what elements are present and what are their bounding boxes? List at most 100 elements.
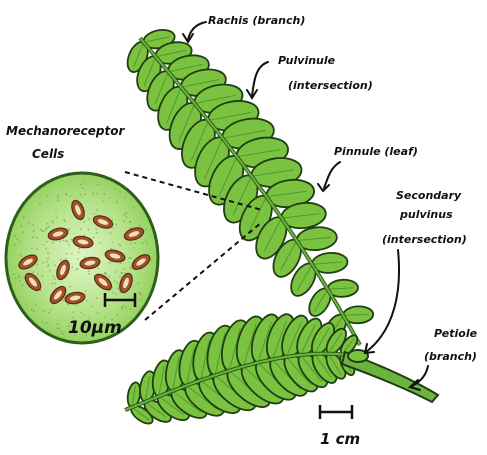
cell-dot <box>104 272 106 274</box>
cell-dot <box>96 209 98 211</box>
cell-dot <box>39 203 41 205</box>
cell-dot <box>112 292 114 294</box>
cell-dot <box>50 309 52 311</box>
cell-dot <box>54 264 56 266</box>
cell-dot <box>60 258 62 260</box>
cell-dot <box>68 244 70 246</box>
cell-dot <box>37 264 39 266</box>
cell-dot <box>52 222 54 224</box>
cell-dot <box>72 266 74 268</box>
cell-dot <box>69 286 71 288</box>
cell-dot <box>105 273 107 275</box>
cell-dot <box>58 328 60 330</box>
cell-dot <box>44 310 46 312</box>
cell-dot <box>83 181 85 183</box>
cell-dot <box>133 247 135 249</box>
cell-dot <box>40 229 42 231</box>
cell-dot <box>81 187 83 189</box>
cell-dot <box>15 277 17 279</box>
cell-dot <box>21 225 23 227</box>
cell-dot <box>96 232 98 234</box>
cell-dot <box>130 267 132 269</box>
pulvinule-label-line2: (intersection) <box>288 79 373 92</box>
upper-branch-leaflets <box>124 27 374 345</box>
cell-dot <box>66 253 68 255</box>
cell-dot <box>134 242 136 244</box>
cell-dot <box>108 262 110 264</box>
cell-dot <box>71 253 73 255</box>
cell-dot <box>14 244 16 246</box>
cell-dot <box>145 239 147 241</box>
cell-dot <box>57 323 59 325</box>
cell-dot <box>68 228 70 230</box>
cell-dot <box>65 258 67 260</box>
cell-dot <box>115 224 117 226</box>
cell-dot <box>125 307 127 309</box>
cell-dot <box>85 290 87 292</box>
cell-dot <box>49 270 51 272</box>
cell-dot <box>18 275 20 277</box>
cell-dot <box>125 197 127 199</box>
cell-dot <box>124 214 126 216</box>
cell-dot <box>42 262 44 264</box>
cell-dot <box>45 248 47 250</box>
cell-scale-label: 10μm <box>68 318 122 338</box>
lower-branch-leaflets <box>126 311 360 427</box>
cell-dot <box>103 200 105 202</box>
cell-dot <box>84 256 86 258</box>
cell-dot <box>41 275 43 277</box>
cell-dot <box>146 242 148 244</box>
cell-dot <box>117 287 119 289</box>
cell-dot <box>130 257 132 259</box>
cell-dot <box>52 220 54 222</box>
cell-dot <box>19 241 21 243</box>
petiole-label-line1: Petiole <box>434 327 478 340</box>
cell-dot <box>57 199 59 201</box>
cell-dot <box>58 195 60 197</box>
cell-dot <box>119 245 121 247</box>
cell-dot <box>140 294 142 296</box>
cell-dot <box>54 278 56 280</box>
cell-dot <box>43 244 45 246</box>
cell-dot <box>18 277 20 279</box>
cell-dot <box>125 212 127 214</box>
cell-dot <box>63 240 65 242</box>
cell-dot <box>116 282 118 284</box>
cell-dot <box>116 314 118 316</box>
cell-dot <box>96 297 98 299</box>
cell-dot <box>129 221 131 223</box>
pinnule-arrow <box>324 162 340 188</box>
cell-dot <box>97 184 99 186</box>
cell-dot <box>32 271 34 273</box>
cell-dot <box>84 193 86 195</box>
cell-dot <box>80 228 82 230</box>
cell-dot <box>47 266 49 268</box>
cell-dot <box>52 275 54 277</box>
cell-dot <box>88 218 90 220</box>
cell-dot <box>88 270 90 272</box>
cell-dot <box>96 193 98 195</box>
cell-dot <box>54 283 56 285</box>
cell-dot <box>76 269 78 271</box>
cell-dot <box>121 272 123 274</box>
cell-dot <box>52 242 54 244</box>
cell-dot <box>83 221 85 223</box>
cell-dot <box>13 273 15 275</box>
cell-dot <box>33 230 35 232</box>
cell-dot <box>109 276 111 278</box>
cell-dot <box>97 312 99 314</box>
cell-dot <box>119 191 121 193</box>
cell-dot <box>62 333 64 335</box>
cell-dot <box>116 201 118 203</box>
mechanoreceptor-label-line2: Cells <box>32 147 64 161</box>
cell-dot <box>109 197 111 199</box>
cell-dot <box>142 242 144 244</box>
cell-dot <box>65 194 67 196</box>
cell-dot <box>88 229 90 231</box>
cell-dot <box>36 248 38 250</box>
cell-dot <box>120 262 122 264</box>
cell-dot <box>79 248 81 250</box>
cell-dot <box>124 272 126 274</box>
